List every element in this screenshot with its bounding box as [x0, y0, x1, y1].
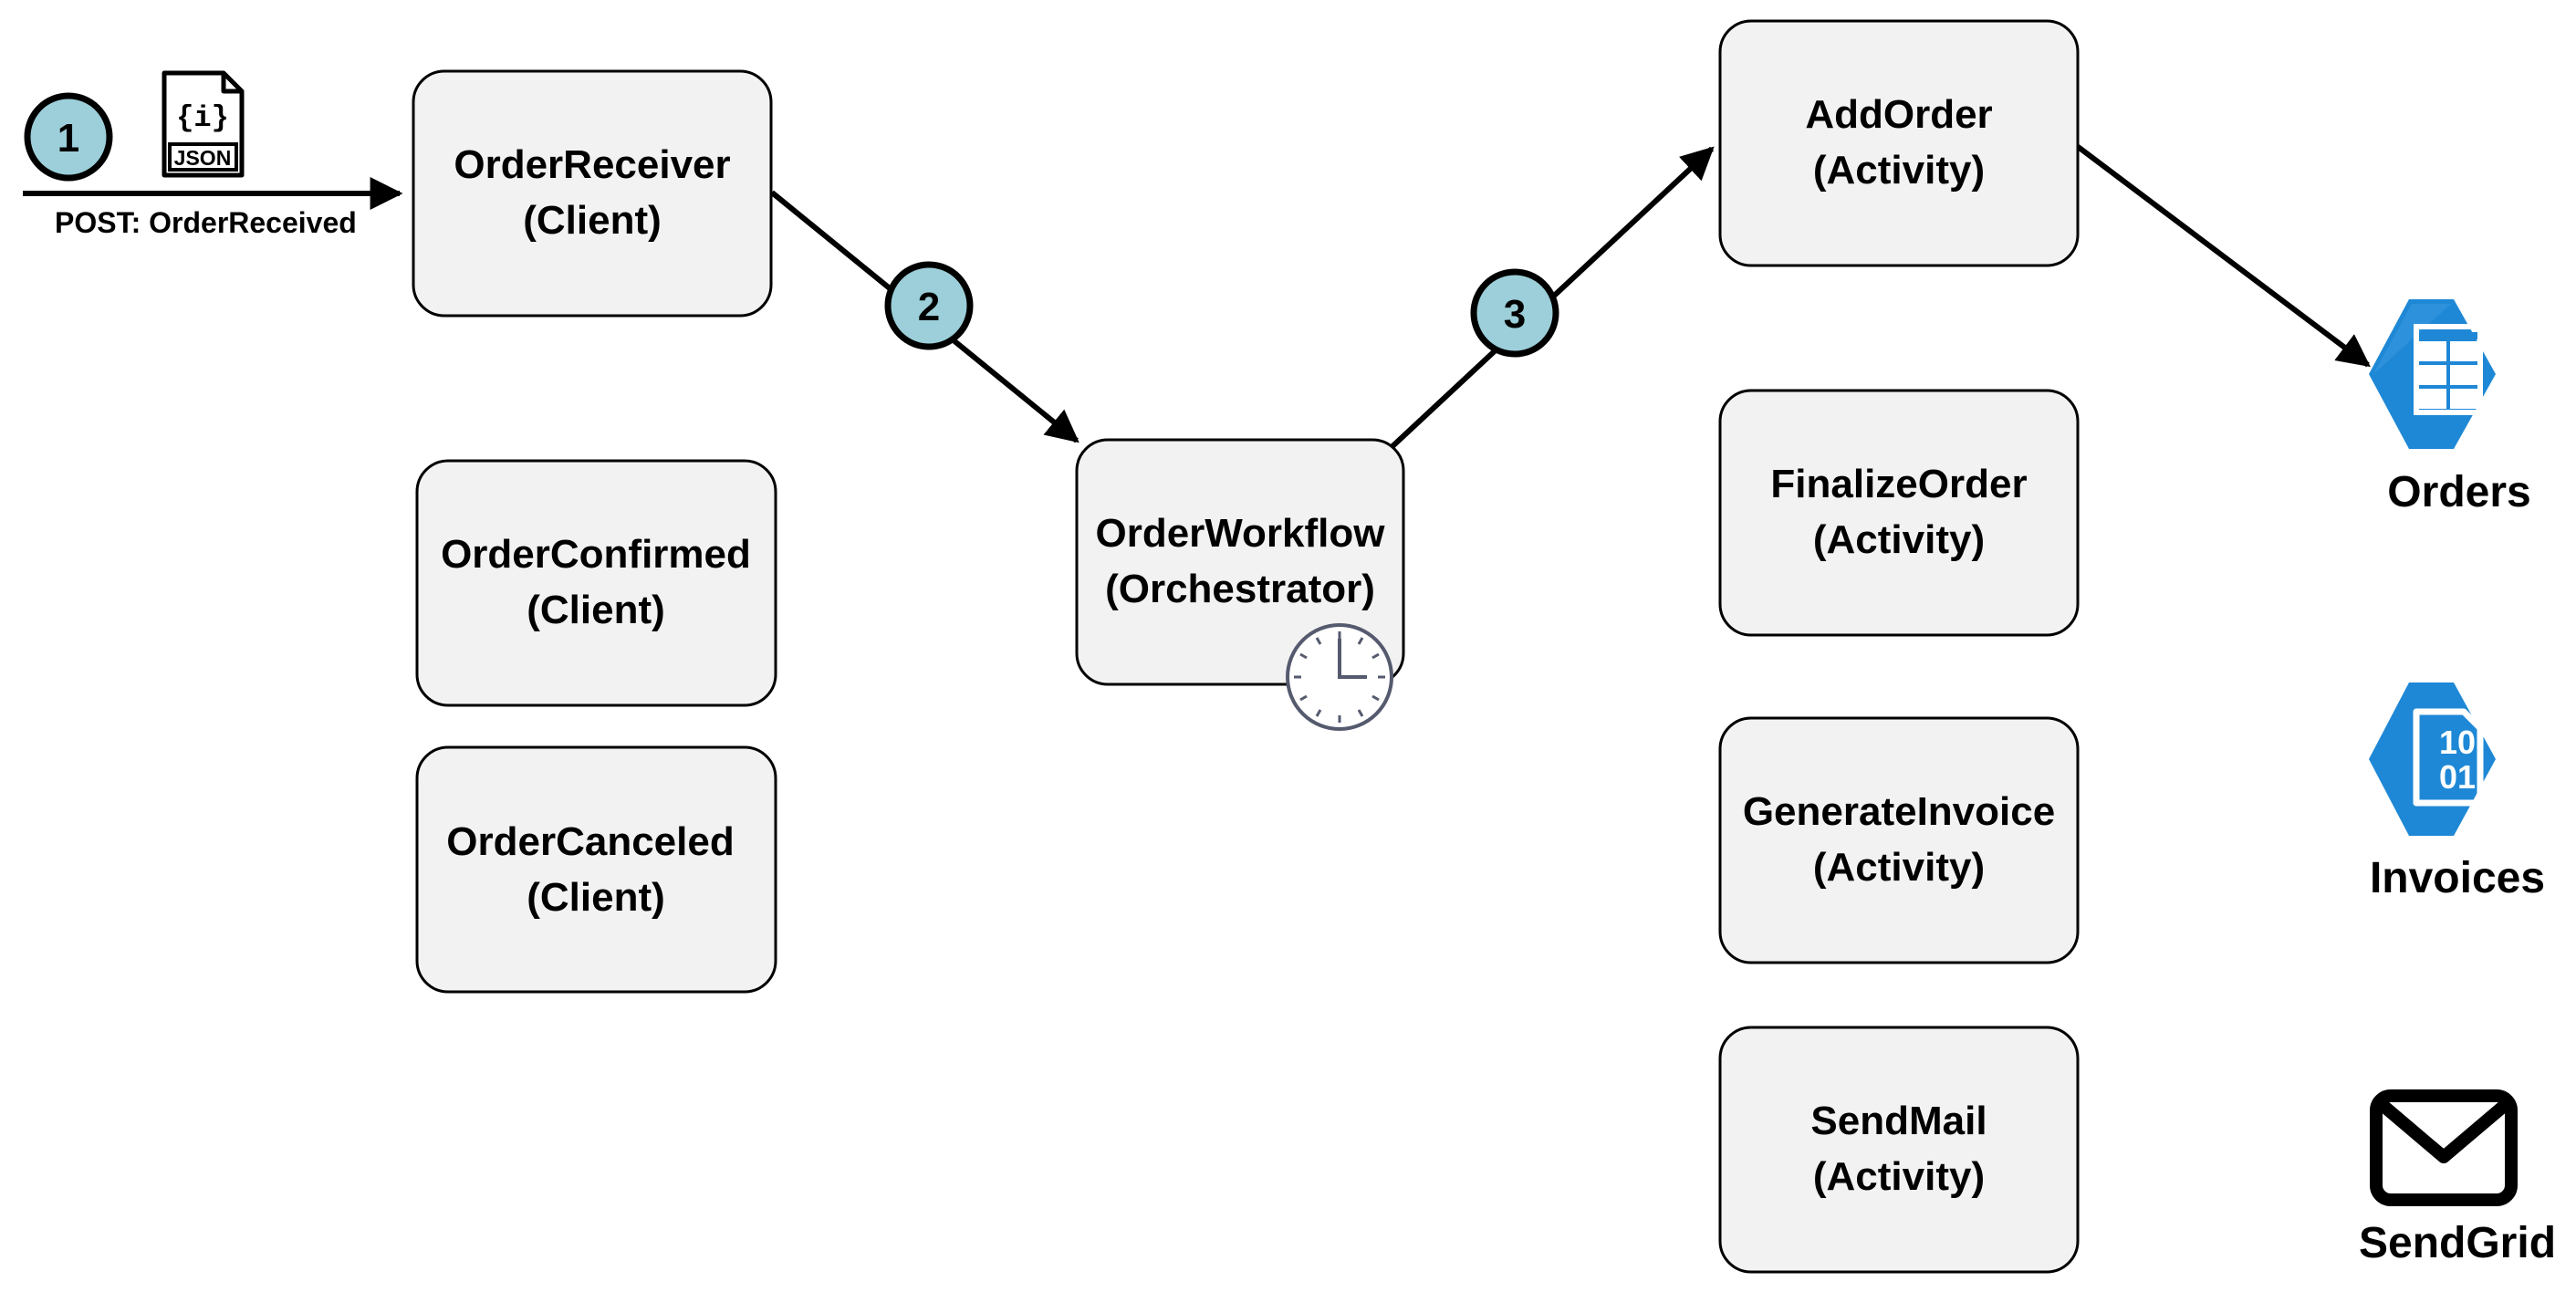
svg-text:10: 10 [2439, 724, 2476, 761]
svg-text:(Activity): (Activity) [1813, 1154, 1985, 1199]
svg-text:OrderConfirmed: OrderConfirmed [441, 532, 751, 577]
step-3-number: 3 [1504, 292, 1526, 337]
svg-text:OrderWorkflow: OrderWorkflow [1095, 511, 1385, 556]
svg-text:SendMail: SendMail [1810, 1099, 1987, 1143]
svg-text:OrderReceiver: OrderReceiver [454, 142, 730, 187]
order-receiver-box[interactable]: OrderReceiver (Client) [412, 69, 773, 318]
add-order-box[interactable]: AddOrder (Activity) [1718, 19, 2080, 267]
svg-text:JSON: JSON [174, 146, 232, 170]
order-confirmed-box[interactable]: OrderConfirmed (Client) [415, 459, 777, 707]
svg-text:GenerateInvoice: GenerateInvoice [1743, 789, 2055, 834]
svg-text:(Client): (Client) [527, 875, 665, 920]
svg-text:AddOrder: AddOrder [1805, 92, 1992, 137]
svg-text:(Activity): (Activity) [1813, 148, 1985, 193]
orders-label: Orders [2387, 468, 2530, 516]
order-canceled-box[interactable]: OrderCanceled (Client) [415, 745, 777, 994]
svg-text:(Orchestrator): (Orchestrator) [1105, 567, 1375, 611]
svg-text:01: 01 [2439, 758, 2476, 796]
sendgrid-label: SendGrid [2359, 1219, 2556, 1267]
generate-invoice-box[interactable]: GenerateInvoice (Activity) [1718, 716, 2080, 964]
send-mail-box[interactable]: SendMail (Activity) [1718, 1026, 2080, 1274]
envelope-icon [2370, 1089, 2518, 1206]
post-label: POST: OrderReceived [55, 206, 357, 239]
addorder-to-orders-arrow [2071, 141, 2371, 368]
finalize-order-box[interactable]: FinalizeOrder (Activity) [1718, 389, 2080, 637]
svg-text:FinalizeOrder: FinalizeOrder [1770, 462, 2027, 506]
svg-text:{i}: {i} [176, 101, 229, 135]
json-file-icon: {i} JSON [162, 70, 245, 178]
step-2-number: 2 [918, 285, 940, 329]
step-2-badge: 2 [884, 261, 974, 350]
step-1-number: 1 [57, 116, 79, 161]
svg-text:(Client): (Client) [527, 588, 665, 632]
svg-text:OrderCanceled: OrderCanceled [446, 819, 734, 864]
timer-clock-icon [1286, 623, 1393, 731]
invoices-label: Invoices [2370, 854, 2545, 902]
svg-text:(Activity): (Activity) [1813, 517, 1985, 562]
step-3-badge: 3 [1470, 268, 1559, 358]
table-storage-icon [2369, 299, 2496, 449]
blob-storage-icon: 10 01 [2369, 682, 2496, 836]
step-1-badge: 1 [24, 92, 113, 182]
svg-text:(Client): (Client) [523, 198, 662, 243]
svg-text:(Activity): (Activity) [1813, 845, 1985, 890]
order-workflow-box[interactable]: OrderWorkflow (Orchestrator) [1075, 438, 1405, 686]
